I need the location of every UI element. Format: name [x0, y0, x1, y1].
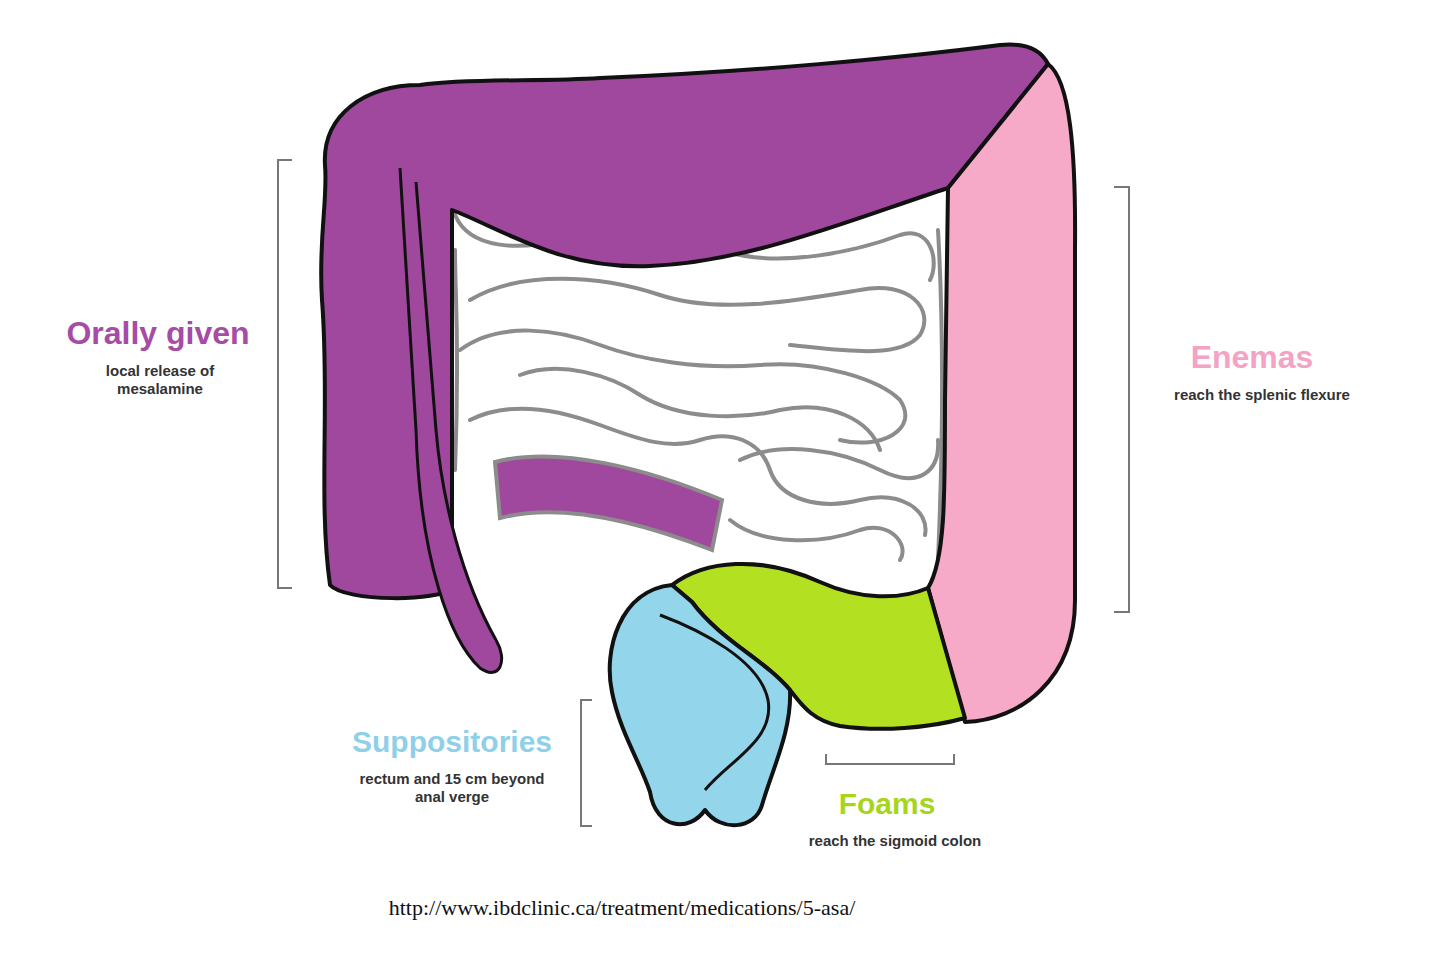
- route-heading: Suppositories: [322, 724, 582, 760]
- route-note: reach the sigmoid colon: [765, 832, 1025, 850]
- route-heading: Enemas: [1142, 338, 1362, 376]
- small-intestine: [455, 215, 942, 560]
- route-heading: Foams: [787, 786, 987, 822]
- route-heading: Orally given: [28, 314, 288, 352]
- brackets: [278, 160, 1129, 826]
- route-note: reach the splenic flexure: [1137, 386, 1387, 404]
- route-note: local release of mesalamine: [75, 362, 245, 398]
- appendix: [400, 168, 502, 672]
- suppository-region: [610, 585, 790, 825]
- terminal-ileum: [495, 456, 722, 550]
- route-note: rectum and 15 cm beyond anal verge: [352, 770, 552, 806]
- rectum-fold: [660, 615, 769, 790]
- source-url: http://www.ibdclinic.ca/treatment/medica…: [272, 895, 972, 921]
- enema-region: [928, 64, 1075, 722]
